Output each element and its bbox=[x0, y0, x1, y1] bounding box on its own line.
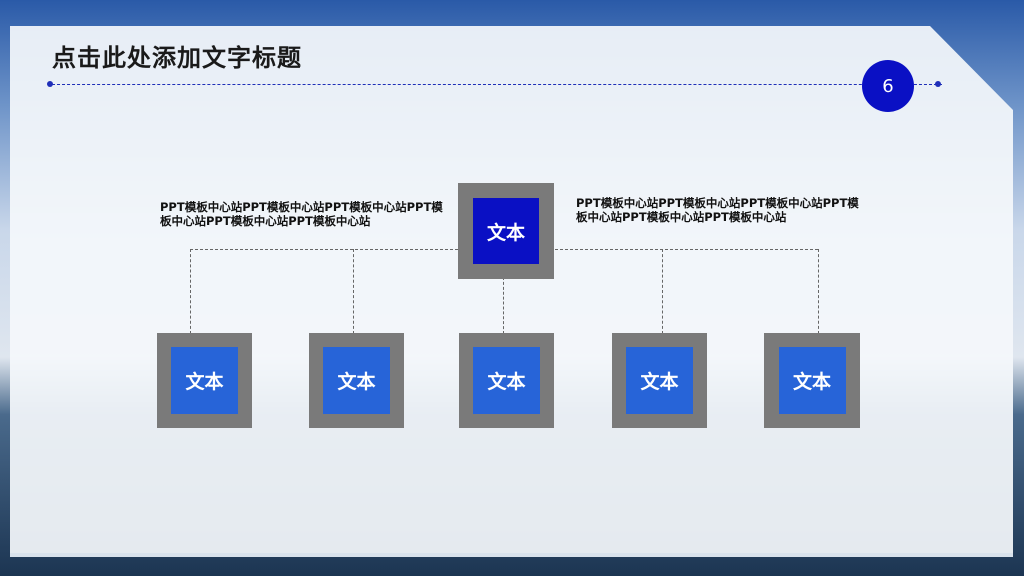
slide-title[interactable]: 点击此处添加文字标题 bbox=[52, 44, 302, 72]
right-note-text[interactable]: PPT模板中心站PPT模板中心站PPT模板中心站PPT模板中心站PPT模板中心站… bbox=[576, 196, 859, 224]
page-number-badge: 6 bbox=[862, 60, 914, 112]
child-node-label: 文本 bbox=[323, 347, 390, 414]
child-node-label: 文本 bbox=[778, 347, 846, 414]
root-node-label: 文本 bbox=[473, 198, 539, 264]
connector-child-2 bbox=[353, 249, 354, 334]
content-panel bbox=[10, 26, 1013, 553]
panel-bottom-strip bbox=[10, 553, 1013, 557]
root-node[interactable]: 文本 bbox=[458, 183, 554, 279]
child-node-label: 文本 bbox=[171, 347, 238, 414]
child-node-label: 文本 bbox=[626, 347, 693, 414]
title-line-start-dot bbox=[47, 81, 53, 87]
child-node-5[interactable]: 文本 bbox=[764, 333, 860, 428]
child-node-1[interactable]: 文本 bbox=[157, 333, 252, 428]
connector-child-5 bbox=[818, 249, 819, 334]
left-note-text[interactable]: PPT模板中心站PPT模板中心站PPT模板中心站PPT模板中心站PPT模板中心站… bbox=[160, 200, 443, 228]
child-node-3[interactable]: 文本 bbox=[459, 333, 554, 428]
connector-root-down bbox=[503, 277, 504, 334]
connector-child-4 bbox=[662, 249, 663, 334]
connector-child-1 bbox=[190, 249, 191, 334]
child-node-4[interactable]: 文本 bbox=[612, 333, 707, 428]
child-node-2[interactable]: 文本 bbox=[309, 333, 404, 428]
title-line-end-dot bbox=[935, 81, 941, 87]
child-node-label: 文本 bbox=[473, 347, 540, 414]
title-divider-line bbox=[52, 84, 942, 85]
